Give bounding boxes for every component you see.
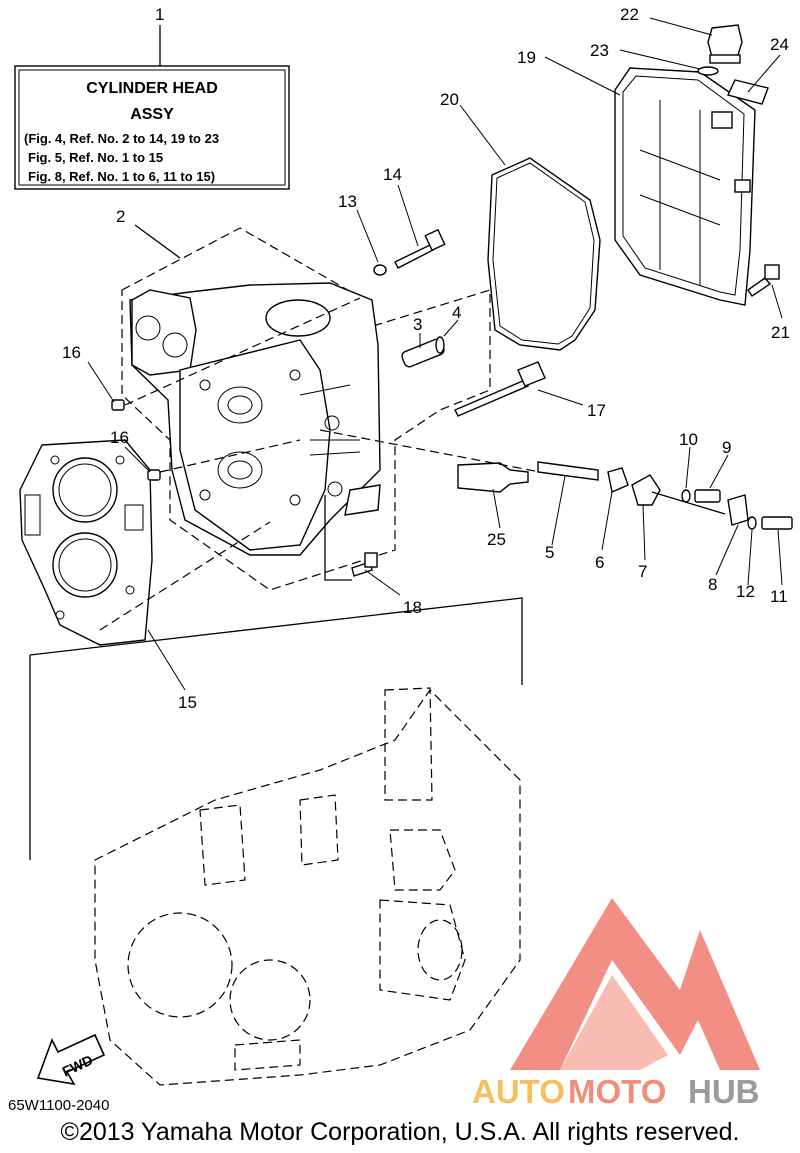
reference-box: 1 CYLINDER HEAD ASSY (Fig. 4, Ref. No. 2…: [14, 5, 290, 190]
head-cover: [614, 67, 756, 306]
callout-20: 20: [440, 90, 459, 109]
copyright-notice: ©2013 Yamaha Motor Corporation, U.S.A. A…: [60, 1118, 740, 1146]
automotohub-logo: AUTO MOTO HUB: [472, 898, 760, 1110]
head-gasket: [19, 439, 153, 646]
callout-23: 23: [590, 41, 609, 60]
box-subtitle: ASSY: [130, 106, 174, 123]
callout-5: 5: [545, 543, 554, 562]
callout-11: 11: [770, 587, 788, 606]
callout-13: 13: [338, 192, 357, 211]
cylinder-block: [29, 597, 523, 1086]
callout-10: 10: [679, 430, 698, 449]
callout-17: 17: [587, 401, 606, 420]
callout-7: 7: [638, 562, 647, 581]
callout-16-upper: 16: [62, 343, 81, 362]
box-ref-1: (Fig. 4, Ref. No. 2 to 14, 19 to 23: [24, 131, 219, 146]
callout-labels: 2 3 4 5 6 7 8 9 10 11 12 13 14 15 16 16 …: [62, 5, 790, 712]
callout-3: 3: [413, 315, 422, 334]
box-ref-2: Fig. 5, Ref. No. 1 to 15: [28, 150, 163, 165]
callout-2: 2: [116, 207, 125, 226]
watermark-hub: HUB: [688, 1073, 760, 1110]
callout-9: 9: [722, 438, 731, 457]
cylinder-head: [129, 282, 381, 556]
callout-21: 21: [771, 323, 790, 342]
callout-15: 15: [178, 693, 197, 712]
callout-25: 25: [487, 530, 506, 549]
hardware-parts: [111, 24, 793, 577]
callout-19: 19: [517, 48, 536, 67]
diagram-code: 65W1100-2040: [8, 1097, 110, 1114]
callout-4: 4: [452, 303, 461, 322]
callout-22: 22: [620, 5, 639, 24]
callout-1: 1: [155, 5, 164, 24]
callout-24: 24: [770, 35, 789, 54]
watermark-moto: MOTO: [568, 1073, 666, 1110]
callout-16-lower: 16: [110, 428, 129, 447]
callout-14: 14: [383, 165, 402, 184]
cover-gasket: [487, 157, 601, 351]
callout-12: 12: [736, 582, 755, 601]
box-ref-3: Fig. 8, Ref. No. 1 to 6, 11 to 15): [28, 169, 215, 184]
callout-18: 18: [403, 598, 422, 617]
callout-8: 8: [708, 575, 717, 594]
box-title: CYLINDER HEAD: [86, 80, 218, 97]
callout-6: 6: [595, 553, 604, 572]
fwd-arrow: FWD: [36, 1033, 106, 1086]
watermark-auto: AUTO: [472, 1073, 565, 1110]
leader-lines: [87, 17, 783, 691]
